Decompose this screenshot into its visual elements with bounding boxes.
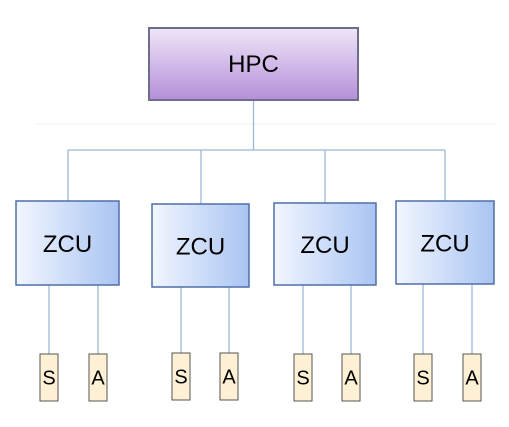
zcu-node: ZCU <box>395 200 495 285</box>
leaf-box <box>293 353 313 402</box>
zcu-node: ZCU <box>15 200 120 286</box>
leaf-node: A <box>88 353 108 402</box>
leaf-node: A <box>341 353 361 402</box>
leaf-box <box>39 353 59 402</box>
zcu-label: ZCU <box>300 232 349 259</box>
leaf-label: A <box>465 368 479 390</box>
leaf-box <box>341 353 361 402</box>
leaf-node: S <box>413 353 433 402</box>
zcu-label: ZCU <box>176 234 225 261</box>
zcu-box <box>395 200 495 285</box>
leaf-label: A <box>344 368 358 390</box>
zcu-label: ZCU <box>420 231 469 258</box>
hpc-node: HPC <box>148 27 359 101</box>
leaf-box <box>462 353 482 402</box>
zcu-label: ZCU <box>43 231 92 258</box>
hpc-label: HPC <box>228 51 279 78</box>
leaf-node: S <box>293 353 313 402</box>
hpc-box <box>148 27 359 101</box>
leaf-label: A <box>91 368 105 390</box>
leaf-label: S <box>416 368 429 390</box>
leaf-label: S <box>42 368 55 390</box>
zcu-box <box>273 202 377 286</box>
leaf-label: A <box>222 367 236 389</box>
leaf-node: A <box>462 353 482 402</box>
zcu-node: ZCU <box>151 203 250 288</box>
leaf-node: S <box>39 353 59 402</box>
leaf-box <box>88 353 108 402</box>
leaf-node: S <box>171 352 191 401</box>
leaf-box <box>219 352 239 401</box>
leaf-label: S <box>296 368 309 390</box>
leaf-label: S <box>174 367 187 389</box>
zcu-box <box>15 200 120 286</box>
zcu-node: ZCU <box>273 202 377 286</box>
zcu-box <box>151 203 250 288</box>
connector-lines <box>48 100 473 354</box>
leaf-box <box>413 353 433 402</box>
leaf-box <box>171 352 191 401</box>
zcu-nodes: ZCU S A ZCU S A ZCU S A ZCU S A <box>15 200 495 402</box>
leaf-node: A <box>219 352 239 401</box>
